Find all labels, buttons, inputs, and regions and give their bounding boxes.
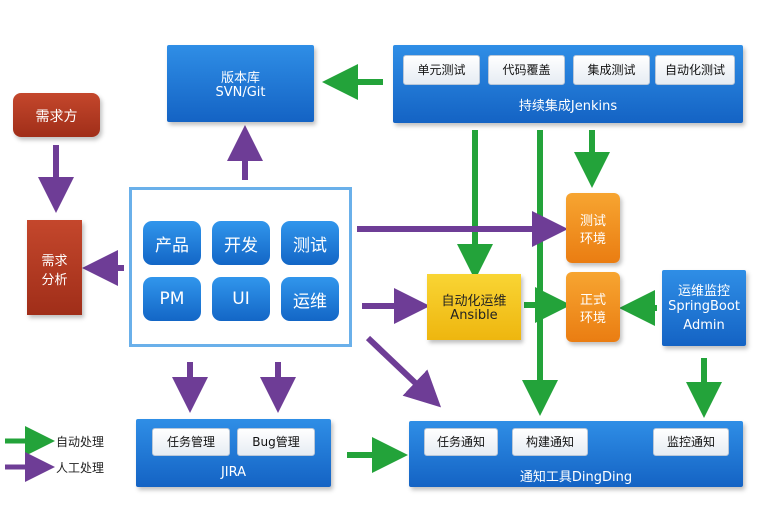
test-env-line2: 环境: [579, 232, 606, 247]
prod-env-box: 正式 环境: [566, 272, 620, 342]
notify-item-build: 构建通知: [512, 428, 588, 456]
notify-box: 任务通知 构建通知 监控通知 通知工具DingDing: [409, 421, 743, 487]
ci-box: 单元测试 代码覆盖 集成测试 自动化测试 持续集成Jenkins: [393, 45, 743, 123]
ci-item-unit-test: 单元测试: [403, 55, 480, 85]
test-env-line1: 测试: [579, 214, 606, 229]
legend-auto-label: 自动处理: [56, 435, 105, 449]
repo-box: 版本库 SVN/Git: [167, 45, 314, 122]
test-env-box: 测试 环境: [566, 193, 620, 263]
ci-item-integration-test: 集成测试: [573, 55, 650, 85]
demand-label: 需求方: [35, 109, 78, 125]
notify-title: 通知工具DingDing: [519, 470, 633, 485]
analysis-line2: 分析: [41, 273, 68, 288]
ci-item-coverage: 代码覆盖: [488, 55, 565, 85]
jira-box: 任务管理 Bug管理 JIRA: [136, 419, 331, 487]
role-product: 产品: [143, 221, 201, 265]
repo-subtitle: SVN/Git: [215, 85, 266, 100]
team-group: 产品 开发 测试 PM UI 运维: [129, 187, 352, 347]
notify-item-monitor: 监控通知: [653, 428, 729, 456]
jira-title: JIRA: [220, 465, 247, 480]
jira-item-bug-mgmt: Bug管理: [237, 428, 315, 456]
ansible-box: 自动化运维 Ansible: [427, 274, 521, 340]
role-pm: PM: [143, 277, 201, 321]
prod-env-line1: 正式: [579, 293, 606, 308]
ansible-line1: 自动化运维: [441, 294, 507, 309]
role-ui: UI: [212, 277, 270, 321]
prod-env-line2: 环境: [579, 311, 606, 326]
arrow-team-to-notify: [365, 335, 442, 408]
ci-title: 持续集成Jenkins: [518, 99, 618, 114]
monitor-line3: Admin: [683, 318, 725, 333]
ci-item-auto-test: 自动化测试: [655, 55, 735, 85]
analysis-line1: 需求: [41, 254, 68, 269]
monitor-line1: 运维监控: [677, 284, 730, 299]
notify-item-task: 任务通知: [424, 428, 498, 456]
analysis-box: 需求 分析: [27, 220, 82, 315]
role-ops: 运维: [281, 277, 339, 321]
role-test: 测试: [281, 221, 339, 265]
legend-manual-label: 人工处理: [56, 461, 105, 475]
role-dev: 开发: [212, 221, 270, 265]
monitor-line2: SpringBoot: [668, 299, 740, 314]
demand-box: 需求方: [13, 93, 100, 137]
ansible-line2: Ansible: [450, 308, 498, 323]
monitor-box: 运维监控 SpringBoot Admin: [662, 270, 746, 346]
jira-item-task-mgmt: 任务管理: [152, 428, 230, 456]
repo-title: 版本库: [220, 71, 260, 86]
